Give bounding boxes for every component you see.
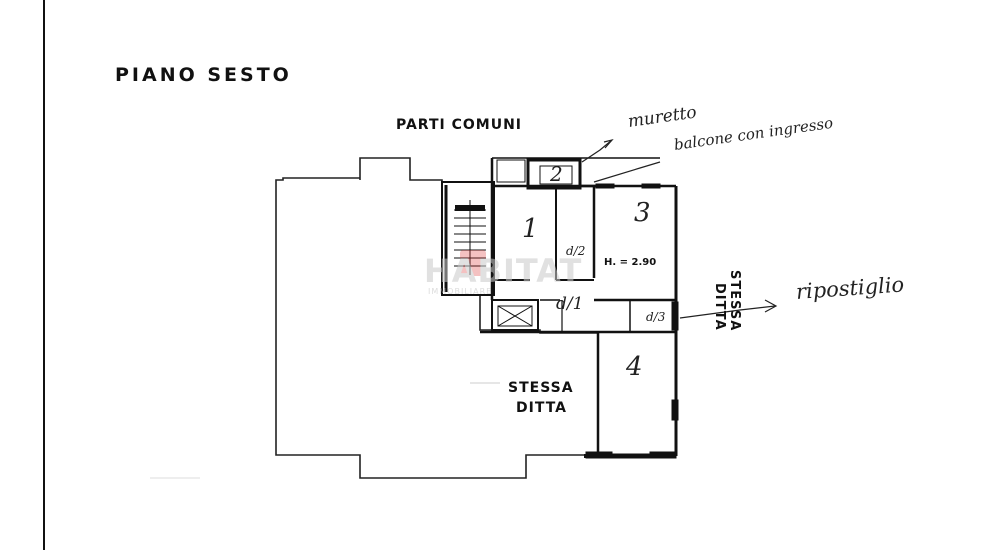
handwritten-pointers bbox=[581, 138, 778, 319]
window-marks bbox=[585, 183, 679, 459]
page-title: PIANO SESTO bbox=[115, 64, 292, 86]
room-number-4: 4 bbox=[626, 352, 643, 382]
room-2-box bbox=[496, 158, 582, 190]
elevator bbox=[491, 299, 539, 331]
side-same-owner-label-bottom: DITTA bbox=[712, 283, 727, 331]
side-same-owner-label-top: STESSA bbox=[727, 270, 742, 332]
room-number-1: 1 bbox=[522, 214, 539, 244]
storage-mark-2: d/2 bbox=[566, 244, 586, 258]
common-areas-label: PARTI COMUNI bbox=[396, 117, 522, 133]
ceiling-height-note: H. = 2.90 bbox=[604, 257, 657, 268]
same-owner-label-top: STESSA bbox=[508, 380, 574, 396]
room-number-3: 3 bbox=[634, 198, 651, 228]
storage-mark-3: d/3 bbox=[646, 310, 666, 324]
stair-block bbox=[441, 181, 495, 296]
storage-mark-1: d/1 bbox=[556, 294, 584, 314]
terrace-outline bbox=[275, 157, 599, 479]
room-number-2: 2 bbox=[550, 162, 563, 186]
same-owner-label-bottom: DITTA bbox=[516, 400, 567, 416]
